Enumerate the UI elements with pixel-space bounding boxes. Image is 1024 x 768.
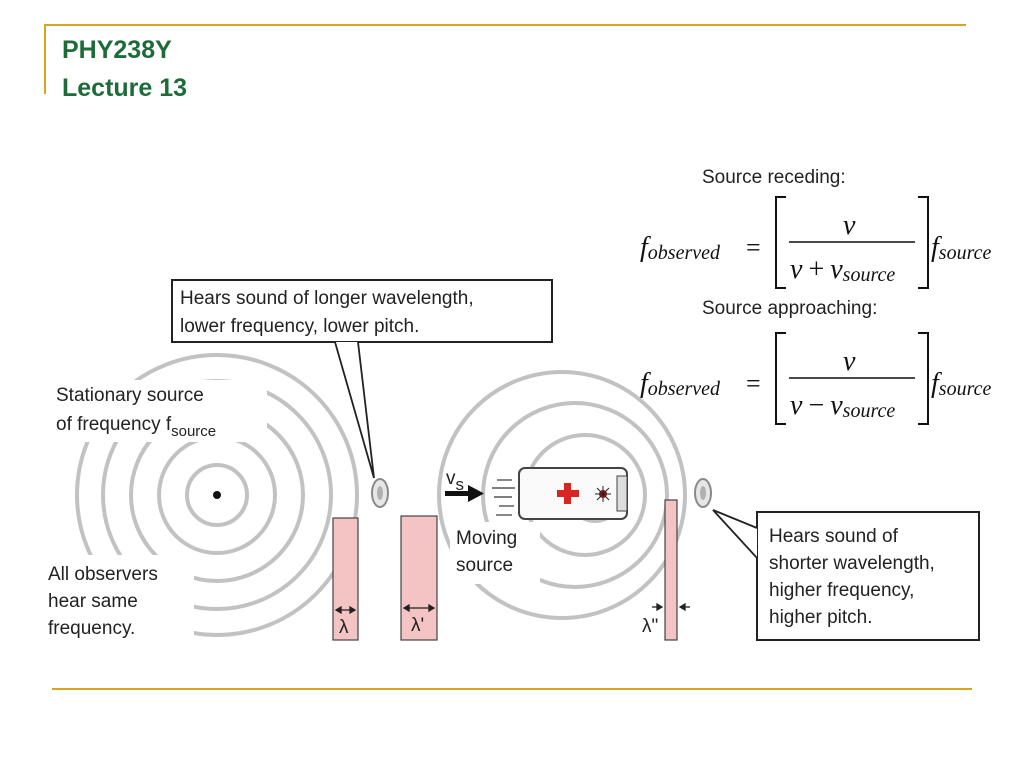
velocity-label: vs [446,468,464,494]
moving-source-label-2: source [456,555,513,576]
moving-source-label-1: Moving [456,528,517,549]
callout-right-box [756,511,980,641]
receding-denominator-sub: source [843,264,896,286]
callout-right-text-1: Hears sound of [769,526,899,547]
callout-right-text-3: higher frequency, [769,580,914,601]
receding-heading: Source receding: [702,167,846,188]
receding-rhs-sub: source [939,242,992,264]
slide-frame-top [46,24,966,26]
slide-frame-bottom [52,688,972,690]
stationary-label-2-main: of frequency f [56,414,172,435]
approaching-bracket-right [918,332,929,425]
approaching-denominator: v−vsource [790,390,895,422]
moving-label-bg [450,522,540,584]
approaching-rhs-f: f [931,368,942,399]
observers-label-2: hear same [48,591,138,612]
moving-source-vehicle [518,467,628,520]
doppler-diagram: λ λ' λ" Hears sound of longer wavelength… [44,167,991,645]
receding-plus: + [808,254,824,285]
approaching-numerator: v [843,346,856,377]
callout-left-text-1: Hears sound of longer wavelength, [180,288,474,309]
lambda-label-1: λ [339,617,349,638]
receding-rhs: fsource [931,232,991,264]
callout-left-pointer [334,341,375,479]
approaching-denominator-v: v [790,390,803,421]
approaching-rhs-sub: source [939,378,992,400]
velocity-main: v [446,468,456,489]
moving-wavefronts [437,370,687,620]
stationary-label-2: of frequency fsource [56,414,216,440]
stationary-label-2-sub: source [171,423,216,440]
receding-denominator: v+vsource [790,254,895,286]
lambda-highlight-1 [332,517,359,641]
approaching-denominator-vs: v [830,390,843,421]
receding-lhs: fobserved [640,232,721,264]
approaching-equals: = [746,369,761,398]
callout-left-text-2: lower frequency, lower pitch. [180,316,419,337]
approaching-minus: − [808,390,824,421]
lambda-highlight-2 [400,515,438,641]
approaching-denominator-sub: source [843,400,896,422]
lambda-label-2: λ' [411,615,424,636]
stationary-source-dot [213,491,221,499]
receding-equals: = [746,233,761,262]
approaching-bracket-left [775,332,786,425]
approaching-lhs-f: f [640,368,651,399]
approaching-lhs: fobserved [640,368,721,400]
receding-rhs-f: f [931,232,942,263]
receding-denominator-v: v [790,254,803,285]
observers-label-bg [44,555,194,645]
approaching-lhs-sub: observed [648,378,721,400]
motion-lines [492,479,515,516]
callout-right-pointer [712,509,758,559]
receding-denominator-vs: v [830,254,843,285]
velocity-arrow [445,485,484,502]
approaching-heading: Source approaching: [702,298,877,319]
receding-numerator: v [843,210,856,241]
slide-frame-left [44,24,46,94]
dimension-arrows [334,602,690,615]
receding-bracket-left [775,196,786,289]
lambda-label-3: λ" [642,616,658,637]
callout-right-text-4: higher pitch. [769,607,873,628]
formula-receding: Source receding: fobserved = v v+vsource… [640,167,991,289]
callout-left-box [171,279,553,343]
formula-approaching: Source approaching: fobserved = v v−vsou… [640,298,991,425]
observers-label-3: frequency. [48,618,135,639]
stationary-label-1: Stationary source [56,385,204,406]
observer-left-icon [371,478,389,508]
approaching-rhs: fsource [931,368,991,400]
velocity-sub: s [456,475,465,494]
observer-right-icon [694,478,712,508]
receding-bracket-right [918,196,929,289]
observers-label-1: All observers [48,564,158,585]
slide-title-course: PHY238Y [62,36,172,64]
receding-lhs-sub: observed [648,242,721,264]
slide-title-lecture: Lecture 13 [62,74,188,102]
stationary-label-bg [52,380,267,442]
lambda-highlight-3 [664,499,678,641]
receding-lhs-f: f [640,232,651,263]
callout-right-text-2: shorter wavelength, [769,553,935,574]
